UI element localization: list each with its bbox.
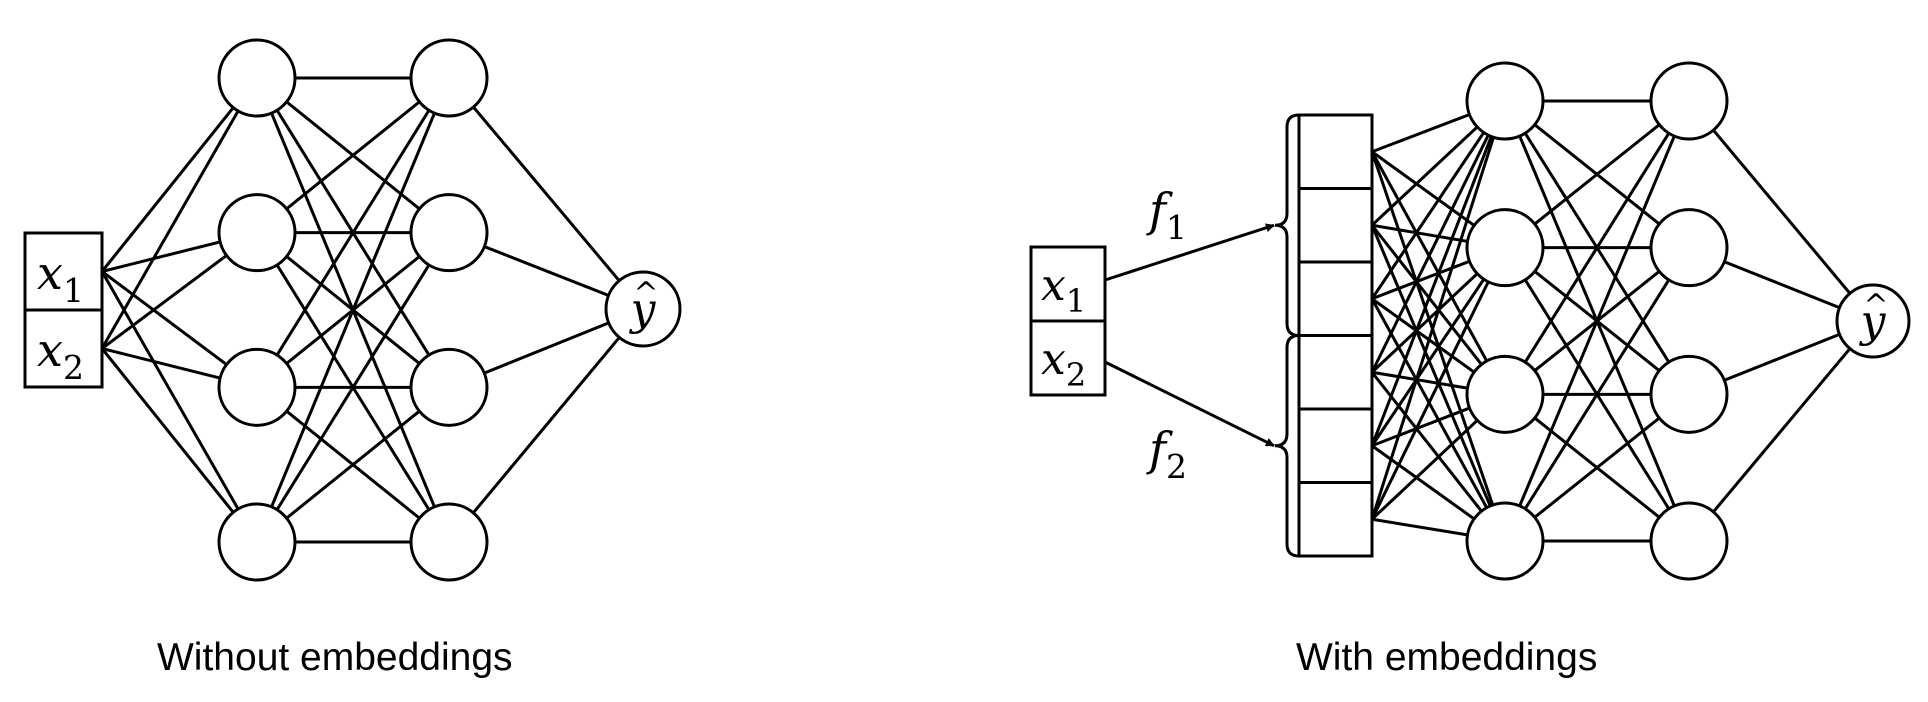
output-label-hat: ^ — [1863, 288, 1888, 323]
embedding-label: f1 — [1146, 183, 1187, 247]
connection-line — [1370, 100, 1507, 520]
input-label-subscript: 2 — [1066, 356, 1086, 394]
connection-line — [1370, 100, 1507, 447]
embedding-arrow — [1104, 360, 1275, 448]
input-label-subscript: 1 — [1066, 282, 1086, 320]
embedding-cell — [1297, 334, 1374, 411]
connection-line — [100, 77, 259, 350]
output-label: y — [629, 284, 657, 335]
connection-line — [1687, 320, 1875, 542]
connection-line — [447, 77, 645, 310]
connection-layer — [100, 76, 1875, 558]
input-cell — [1029, 319, 1107, 397]
output-label: y — [1859, 296, 1887, 347]
embedding-label: f2 — [1146, 422, 1187, 486]
connection-line — [256, 386, 450, 544]
input-label: x1 — [1041, 260, 1086, 320]
embedding-cell — [1297, 260, 1374, 337]
caption-without-embeddings: Without embeddings — [157, 636, 513, 679]
connection-line — [100, 77, 259, 273]
embedding-cell — [1297, 481, 1374, 558]
hidden-node — [217, 193, 297, 273]
embedding-label-subscript: 2 — [1166, 447, 1187, 486]
hidden-node — [1649, 208, 1729, 288]
connection-line — [255, 77, 451, 543]
hidden-node — [409, 347, 489, 427]
connection-line — [447, 308, 645, 543]
connection-line — [100, 270, 259, 543]
connection-line — [1370, 246, 1507, 447]
embedding-cell — [1297, 407, 1374, 484]
input-label: x1 — [37, 246, 84, 310]
hidden-node — [409, 502, 489, 582]
connection-line — [255, 77, 451, 389]
input-label-symbol: x — [37, 323, 63, 377]
hidden-node — [1649, 501, 1729, 581]
input-label: x2 — [37, 323, 84, 387]
connection-line — [1503, 100, 1691, 542]
hidden-node — [1465, 501, 1545, 581]
connection-line — [256, 76, 450, 234]
input-label-symbol: x — [1041, 334, 1066, 385]
input-label-subscript: 2 — [63, 348, 84, 387]
output-label-hat: ^ — [633, 276, 658, 311]
connection-line — [1370, 247, 1507, 520]
input-label-subscript: 1 — [63, 271, 84, 310]
hidden-node — [217, 38, 297, 118]
connection-line — [1687, 100, 1875, 322]
input-label-symbol: x — [37, 246, 63, 300]
embedding-arrow — [1104, 223, 1275, 282]
embedding-label-subscript: 1 — [1166, 208, 1187, 247]
hidden-node — [1465, 208, 1545, 288]
hidden-node — [1465, 61, 1545, 141]
embedding-brace — [1274, 113, 1300, 337]
connection-line — [1370, 100, 1507, 373]
connection-line — [1370, 100, 1507, 300]
connection-line — [1503, 100, 1691, 396]
input-cell — [23, 231, 104, 312]
input-label: x2 — [1041, 334, 1086, 394]
shape-layer — [23, 38, 1911, 582]
connection-line — [255, 231, 451, 543]
input-cell — [23, 308, 104, 389]
output-node — [604, 270, 682, 348]
input-cell — [1029, 245, 1107, 323]
input-label-symbol: x — [1041, 260, 1066, 311]
hidden-node — [217, 347, 297, 427]
hidden-node — [1465, 354, 1545, 434]
connection-line — [1503, 246, 1691, 542]
hidden-node — [1649, 354, 1729, 434]
hidden-node — [217, 502, 297, 582]
embedding-cell — [1297, 187, 1374, 264]
hidden-node — [1649, 61, 1729, 141]
output-node — [1835, 283, 1911, 359]
hidden-node — [409, 38, 489, 118]
connection-line — [100, 347, 259, 543]
hidden-node — [409, 193, 489, 273]
embedding-brace — [1274, 334, 1300, 558]
caption-with-embeddings: With embeddings — [1296, 636, 1598, 679]
embedding-cell — [1297, 113, 1374, 190]
